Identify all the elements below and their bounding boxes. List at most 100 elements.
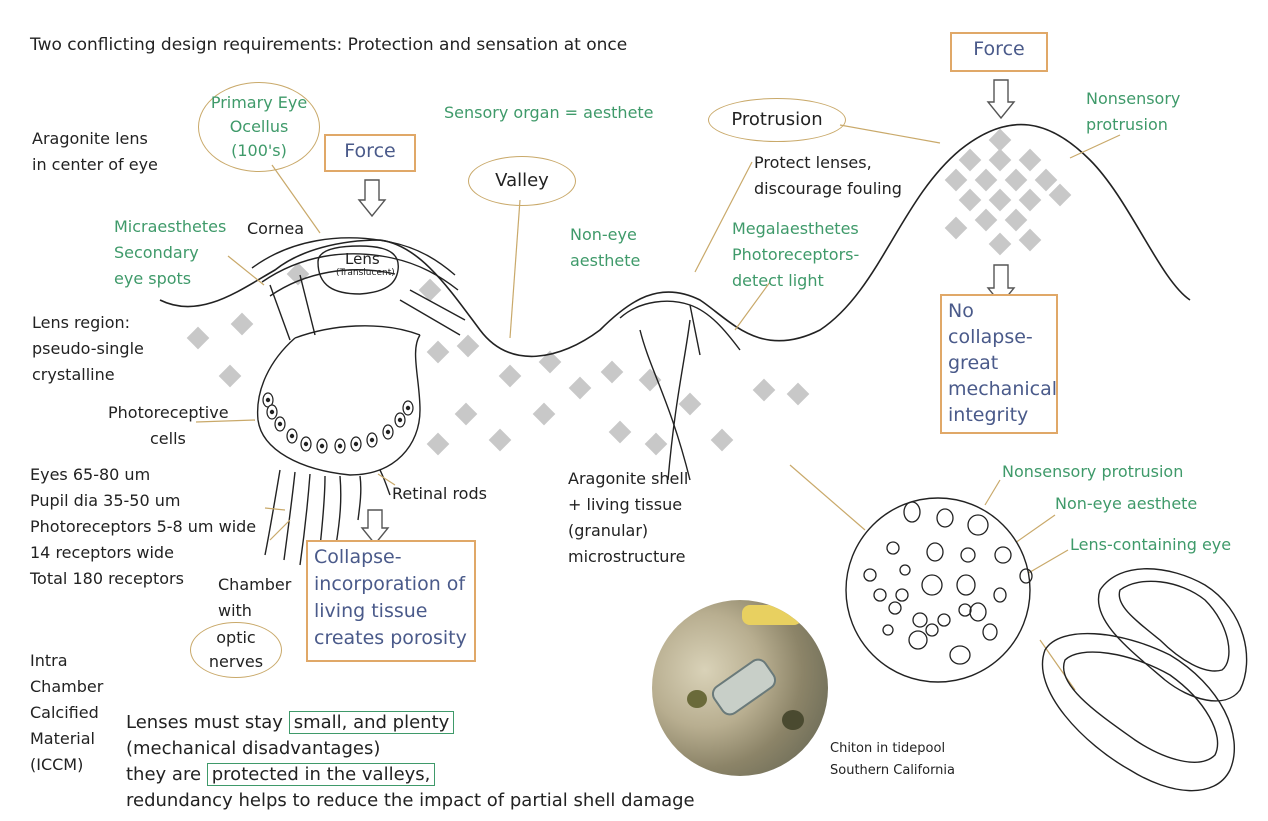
force-box-right: Force [950,32,1048,72]
page-title: Two conflicting design requirements: Pro… [30,35,628,55]
pore [937,613,951,627]
cell-nucleus [319,443,325,449]
sensory-organ-label: Sensory organ = aesthete [444,103,654,122]
pore [967,514,989,536]
circle-nonsensory-label: Nonsensory protrusion [1002,462,1184,481]
lens-label: Lens [345,250,380,268]
granule [532,402,556,426]
granule [488,428,512,452]
leader-lines [195,124,1121,691]
chiton-outlines [1041,568,1248,792]
granule-diamonds [186,128,1072,456]
pore [994,546,1012,564]
granule [944,216,968,240]
eye-structure [251,237,466,566]
circle-lens-eye-label: Lens-containing eye [1070,535,1232,554]
chiton-photo [652,600,828,776]
valley-oval: Valley [468,156,576,206]
granule [1004,208,1028,232]
pore [936,508,954,528]
granule [974,208,998,232]
pore [1019,568,1033,584]
granule [644,432,668,456]
pore [882,624,894,636]
pore [958,603,972,617]
granule [230,312,254,336]
pore [888,601,902,615]
pore [982,623,998,641]
photoreceptor-cells [262,392,414,454]
shell-surface-curve [159,123,1191,358]
pore [863,568,877,582]
granule [1018,148,1042,172]
granule [974,168,998,192]
granule [498,364,522,388]
pore [899,564,911,576]
pore-ovals [863,501,1033,665]
pore [908,630,928,650]
cell-nucleus [385,429,391,435]
pore [960,547,976,563]
force-box-left: Force [324,134,416,172]
granule [710,428,734,452]
granule [678,392,702,416]
pore [912,612,928,628]
granule [958,148,982,172]
cell-nucleus [303,441,309,447]
granule [1018,228,1042,252]
granule [454,402,478,426]
pore [956,574,976,596]
pore [926,542,944,562]
granule [426,432,450,456]
cell-nucleus [265,397,271,403]
granule [600,360,624,384]
granule [786,382,810,406]
cornea-label: Cornea [247,219,305,238]
granule [1004,168,1028,192]
granule [418,278,442,302]
granule [1034,168,1058,192]
highlight-protected-valleys: protected in the valleys, [206,763,436,786]
aragonite-shell-label: Aragonite shell+ living tissue(granular)… [568,469,689,566]
pore [993,587,1007,603]
cell-nucleus [405,405,411,411]
granule [186,326,210,350]
granule [944,168,968,192]
granule [958,188,982,212]
pore [921,574,943,596]
granule [1018,188,1042,212]
retinal-rods-label: Retinal rods [392,484,487,503]
pore [949,645,971,665]
granule [988,128,1012,152]
pore [873,588,887,602]
granule [608,420,632,444]
granule [988,232,1012,256]
granule [426,340,450,364]
granule [456,334,480,358]
megalaesthete-structure [619,300,741,481]
granule [1048,183,1072,207]
granule [538,350,562,374]
cell-nucleus [397,417,403,423]
granule [752,378,776,402]
cell-nucleus [269,409,275,415]
magnified-shell-circle [845,497,1031,683]
pore [903,501,921,523]
lens-sub-label: (Translucent) [336,268,395,278]
granule [286,262,310,286]
cell-nucleus [353,441,359,447]
cell-nucleus [289,433,295,439]
